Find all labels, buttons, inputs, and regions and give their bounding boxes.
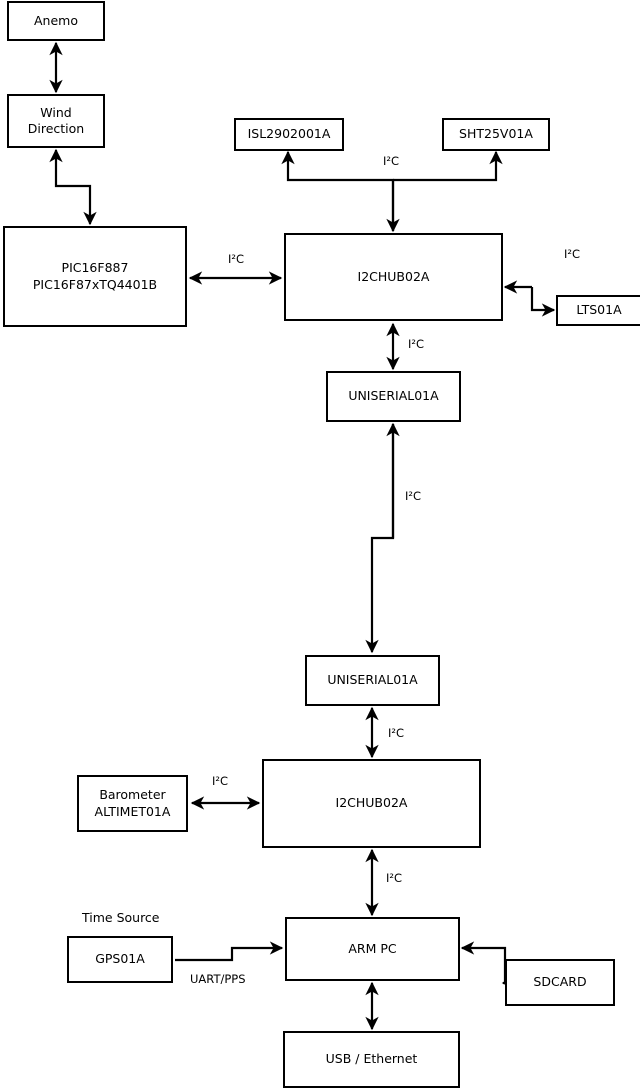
edge-hubtop-isl [281,150,395,231]
node-pic-label-2: PIC16F87xTQ4401B [32,276,158,292]
node-i2chub02a-bottom[interactable]: I2CHUB02A [262,759,481,848]
edge-label-hub-uniserial: I²C [408,337,425,351]
node-wind-direction-label-1: Wind [40,104,72,120]
edge-label-hub-lts: I²C [564,247,581,261]
edge-wind-pic [49,148,97,226]
edge-label-gps-armpc: UART/PPS [190,972,246,986]
node-gps01a[interactable]: GPS01A [67,936,173,983]
node-lts01a[interactable]: LTS01A [556,295,640,326]
node-uniserial01a-bottom[interactable]: UNISERIAL01A [305,655,440,706]
node-wind-direction[interactable]: Wind Direction [7,94,105,148]
node-pic-label-1: PIC16F887 [61,260,129,276]
node-i2chub02a-bottom-label: I2CHUB02A [335,795,408,811]
node-uniserial01a-top-label: UNISERIAL01A [348,388,439,404]
node-uniserial01a-top[interactable]: UNISERIAL01A [326,371,461,422]
node-wind-direction-label-2: Direction [27,121,85,136]
label-time-source: Time Source [82,910,160,925]
node-arm-pc[interactable]: ARM PC [285,917,460,981]
node-barometer-label-2: ALTIMET01A [94,803,171,819]
edge-armpc-sdcard [487,946,516,990]
node-pic-microcontroller[interactable]: PIC16F887 PIC16F87xTQ4401B [3,226,187,327]
edge-uniserialtop-uniserialbot [365,424,395,654]
edge-label-isl-sht-bus: I²C [383,154,400,168]
node-arm-pc-label: ARM PC [348,940,397,956]
edge-label-barometer-hub2: I²C [212,774,229,788]
edge-hubtop-sht [393,150,503,182]
node-sdcard-label: SDCARD [533,974,587,990]
node-uniserial01a-bottom-label: UNISERIAL01A [327,672,418,688]
node-i2chub02a-top[interactable]: I2CHUB02A [284,233,503,321]
node-usb-ethernet[interactable]: USB / Ethernet [283,1031,460,1088]
node-usb-ethernet-label: USB / Ethernet [325,1051,418,1067]
node-isl2902001a-label: ISL2902001A [247,126,331,142]
node-anemo[interactable]: Anemo [7,1,105,41]
edge-label-pic-hub: I²C [228,252,245,266]
node-sht25v01a-label: SHT25V01A [459,126,533,142]
node-isl2902001a[interactable]: ISL2902001A [234,118,344,151]
node-anemo-label: Anemo [34,12,78,28]
node-sht25v01a[interactable]: SHT25V01A [442,118,550,151]
node-lts01a-label: LTS01A [576,302,622,318]
edge-label-hub2-armpc: I²C [386,871,403,885]
node-barometer-label-1: Barometer [99,787,166,803]
node-sdcard[interactable]: SDCARD [505,959,615,1006]
node-gps01a-label: GPS01A [95,951,145,967]
edge-label-uniserial-uniserial: I²C [405,489,422,503]
edge-gps-armpc [175,941,284,962]
node-i2chub02a-top-label: I2CHUB02A [357,268,430,284]
edge-hubtop-lts [530,287,556,317]
edge-label-uniserial-hub2: I²C [388,726,405,740]
node-barometer-altimet01a[interactable]: Barometer ALTIMET01A [77,775,188,832]
